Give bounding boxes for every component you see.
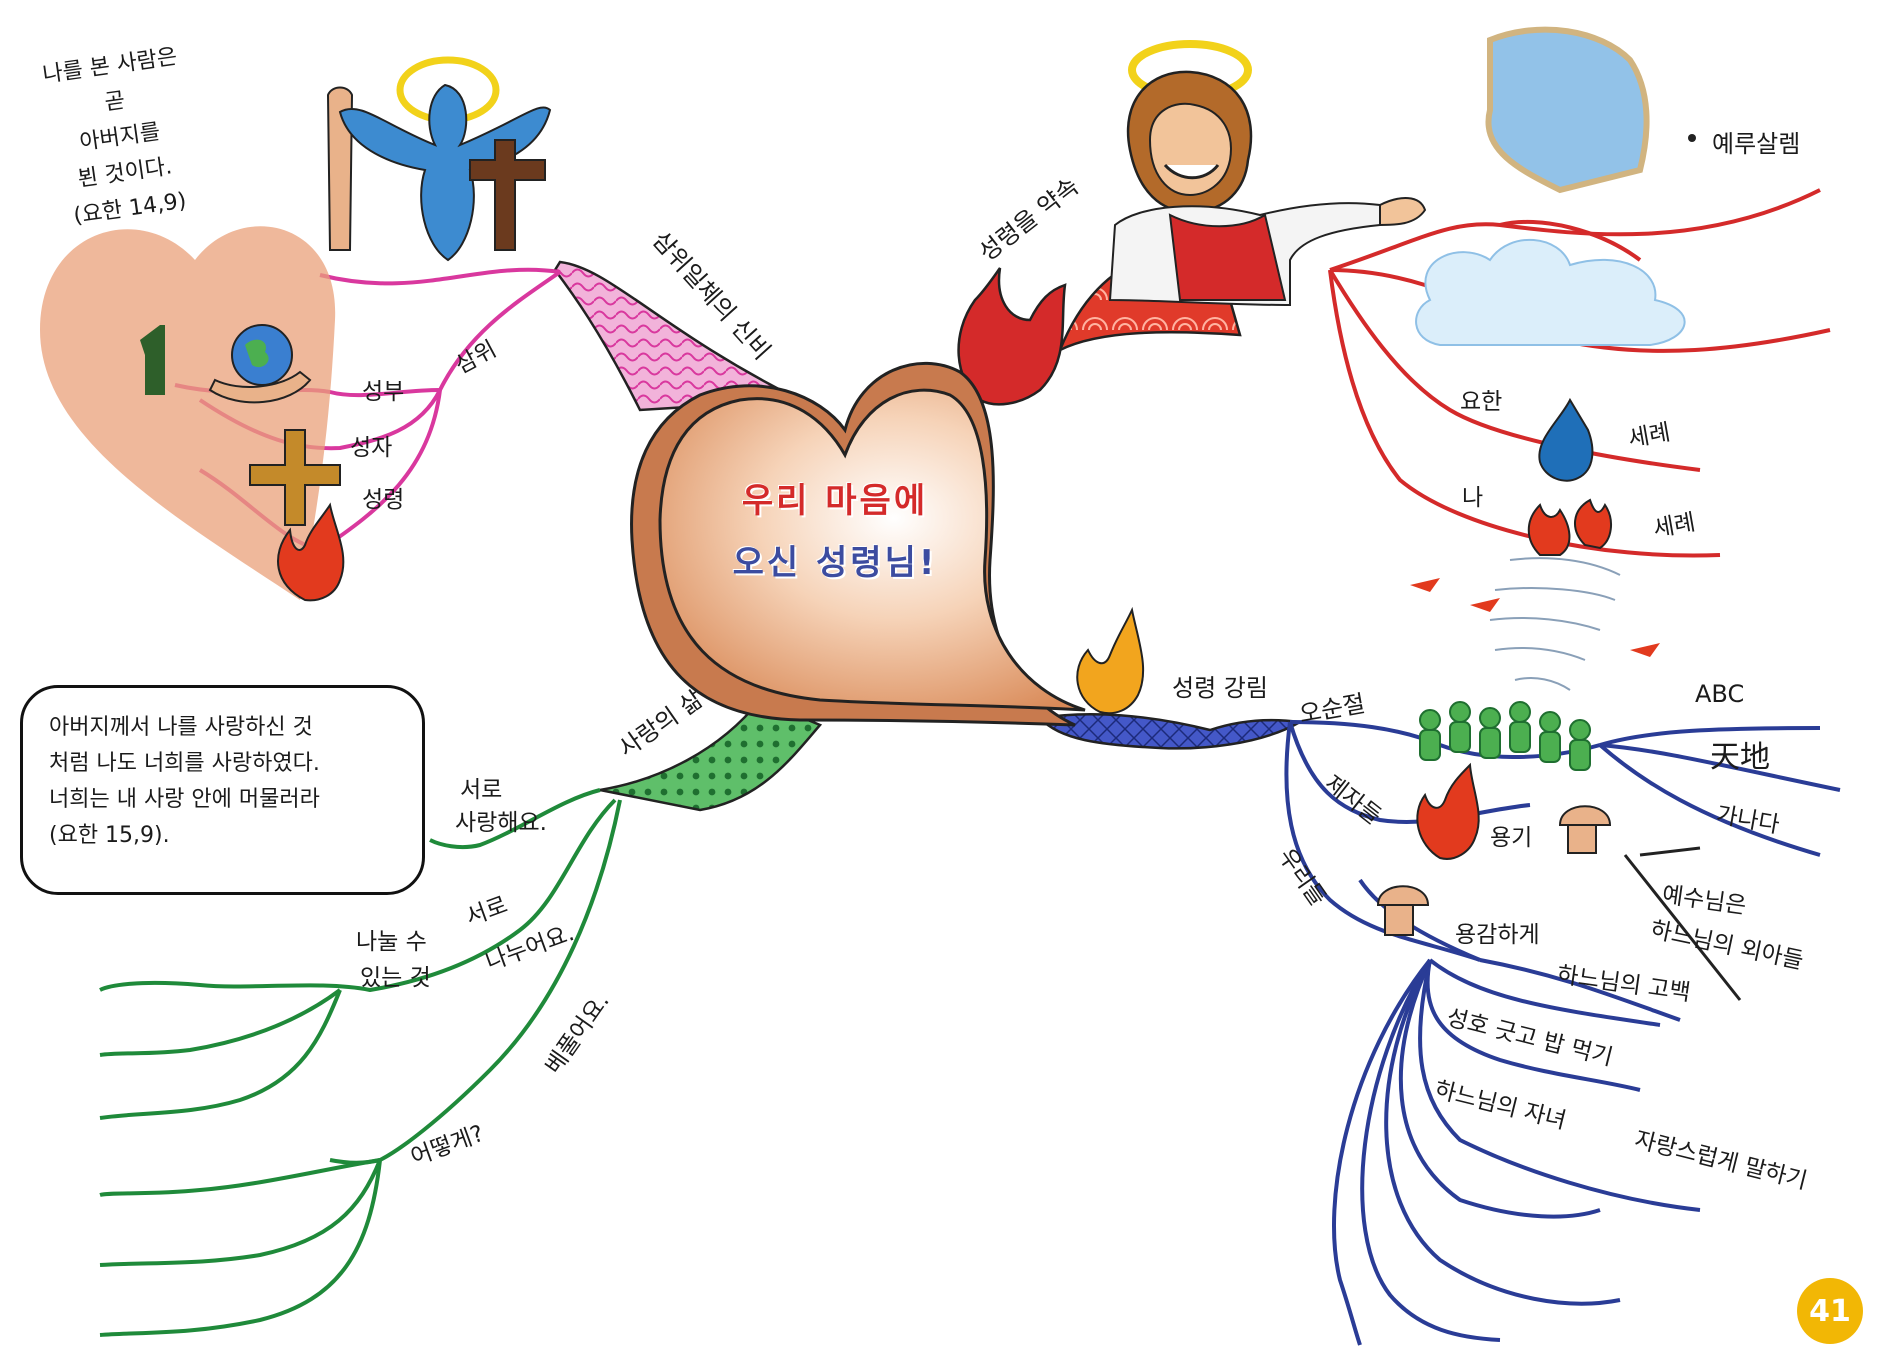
flame-icon: [277, 502, 345, 602]
heart-shape-icon: [40, 226, 336, 600]
cross-icon: [249, 429, 341, 526]
hand-icon: [208, 370, 312, 404]
pink-item-son: 성자: [350, 435, 393, 461]
blue-lang-abc: ABC: [1695, 680, 1745, 708]
red-who-me: 나: [1462, 485, 1484, 511]
page-number-badge: 41: [1797, 1278, 1863, 1344]
red-place-label: 예루살렘: [1712, 130, 1801, 158]
red-who-john: 요한: [1460, 389, 1503, 415]
quote-box: 아버지께서 나를 사랑하신 것 처럼 나도 너희를 사랑하였다. 너희는 내 사…: [20, 685, 425, 895]
quote-line: 아버지께서 나를 사랑하신 것: [49, 715, 313, 740]
dove-icon: [338, 83, 552, 262]
fist-icon: [1558, 805, 1612, 854]
pink-item-father: 성부: [362, 379, 405, 405]
red-what-baptism-1: 세례: [1626, 419, 1673, 453]
blue-branch: [1037, 606, 1841, 1346]
red-branch: [957, 26, 1831, 691]
blue-lang-hanja: 天地: [1710, 740, 1770, 775]
quote-line: (요한 15,9).: [49, 823, 170, 848]
quote-line: 처럼 나도 너희를 사랑하였다.: [49, 751, 320, 776]
blue-courage: 용기: [1490, 825, 1533, 851]
number-one-icon: [140, 325, 165, 395]
green-love-b: 사랑해요.: [455, 810, 547, 836]
green-shareable-b: 있는 것: [360, 965, 431, 991]
pink-branch: [40, 56, 805, 602]
blue-main-label: 성령 강림: [1172, 674, 1268, 702]
water-drop-icon: [1538, 397, 1594, 482]
note-left: 나를 본 사람은 곧 아버지를 뵌 것이다. (요한 14,9): [8, 35, 231, 241]
center-heart: [630, 361, 1086, 727]
center-title-line2: 오신 성령님!: [732, 543, 938, 583]
green-love-a: 서로: [460, 777, 503, 803]
center-title-line1: 우리 마음에: [741, 481, 929, 521]
quote-line: 너희는 내 사랑 안에 머물러라: [49, 787, 320, 812]
pink-item-spirit: 성령: [362, 487, 405, 513]
blue-bravely: 용감하게: [1455, 922, 1540, 948]
crowd-icon: [1419, 701, 1591, 771]
tornado-icon: [1489, 557, 1621, 691]
green-branch: [99, 698, 823, 1337]
green-shareable-a: 나눌 수: [356, 929, 427, 955]
red-what-baptism-2: 세례: [1651, 509, 1698, 543]
center-title: 우리 마음에 오신 성령님!: [690, 470, 980, 594]
map-icon: [1485, 26, 1650, 194]
